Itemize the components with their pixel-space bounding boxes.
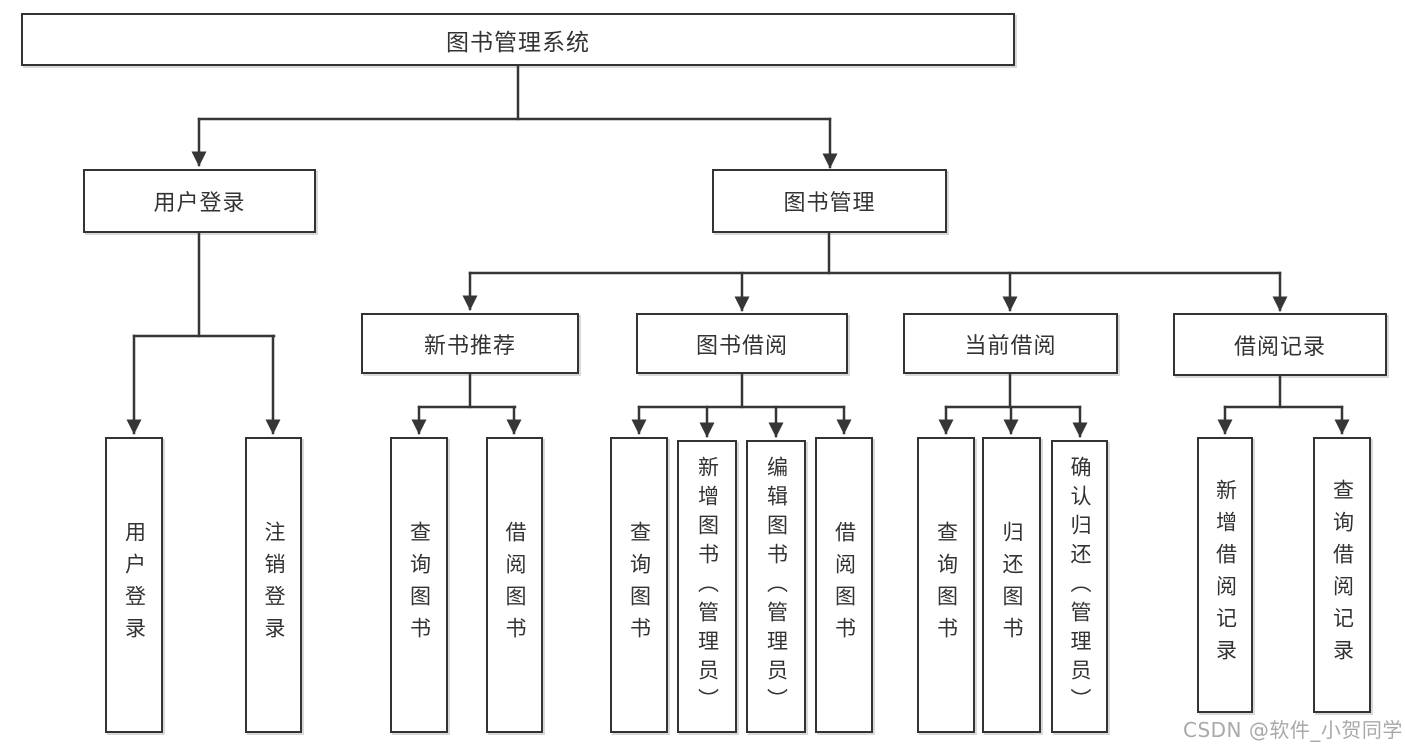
node-label: 借阅图书 [503,521,527,649]
leaf-add-books-admin: 新增图书（管理员） [677,440,737,733]
node-label: 查询图书 [934,521,959,649]
node-label: 用户登录 [122,521,147,649]
leaf-user-login: 用户登录 [105,437,163,733]
leaf-query-books-recommend: 查询图书 [390,437,448,733]
node-label: 新增借阅记录 [1213,479,1238,671]
node-book-borrowing: 图书借阅 [636,313,848,374]
leaf-borrow-books-recommend: 借阅图书 [486,437,543,733]
node-label: 用户登录 [153,191,246,216]
leaf-edit-books-admin: 编辑图书（管理员） [746,440,806,733]
node-label: 图书管理系统 [446,29,590,56]
node-label: 归还图书 [1000,521,1024,649]
node-label: 确认归还（管理员） [1068,456,1092,717]
node-label: 当前借阅 [964,333,1057,359]
node-label: 编辑图书（管理员） [764,456,789,717]
leaf-borrow-books: 借阅图书 [815,437,873,733]
node-label: 新增图书（管理员） [695,456,720,717]
leaf-confirm-return-admin: 确认归还（管理员） [1051,440,1108,733]
leaf-add-borrow-record: 新增借阅记录 [1197,437,1253,713]
leaf-query-books-current: 查询图书 [917,437,975,733]
leaf-query-books-borrow: 查询图书 [610,437,668,733]
node-label: 查询图书 [627,521,652,649]
leaf-query-borrow-record: 查询借阅记录 [1313,437,1371,713]
leaf-return-books: 归还图书 [982,437,1041,733]
node-user-login-module: 用户登录 [83,169,316,233]
node-label: 借阅图书 [832,521,857,649]
node-book-management-module: 图书管理 [712,169,947,233]
node-current-borrowing: 当前借阅 [903,313,1118,374]
node-label: 查询图书 [407,521,432,649]
node-new-book-recommend: 新书推荐 [361,313,579,374]
node-label: 新书推荐 [423,333,516,359]
node-label: 图书借阅 [695,333,788,359]
node-book-management-system: 图书管理系统 [21,13,1015,66]
leaf-logout: 注销登录 [245,437,302,733]
node-borrowing-records: 借阅记录 [1173,313,1387,376]
node-label: 图书管理 [783,191,876,216]
node-label: 注销登录 [262,521,286,649]
node-label: 借阅记录 [1233,334,1326,360]
csdn-watermark: CSDN @软件_小贺同学 [1183,718,1403,742]
node-label: 查询借阅记录 [1330,479,1355,671]
